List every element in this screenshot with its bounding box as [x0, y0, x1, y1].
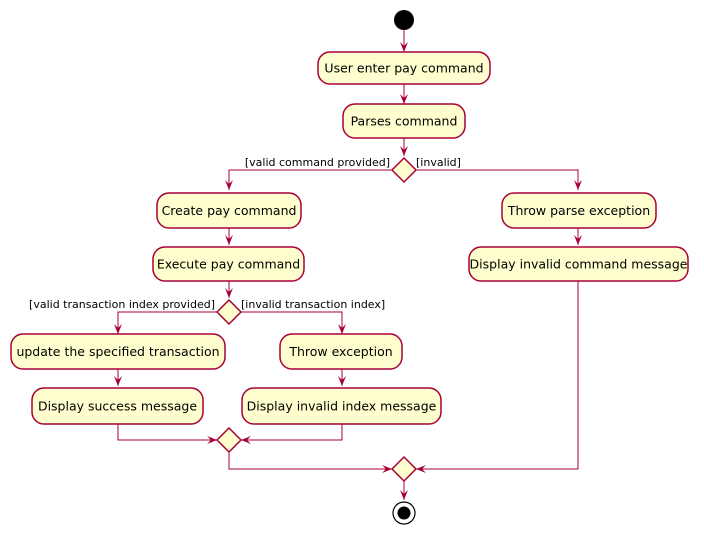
flow-invalid-message-to-final-merge — [416, 281, 579, 470]
arrowhead — [338, 376, 346, 386]
decision-command-valid — [390, 156, 418, 184]
action-user-enter-pay-command: User enter pay command — [317, 51, 491, 85]
action-label: Throw parse exception — [507, 203, 650, 218]
action-display-invalid-command-message: Display invalid command message — [468, 246, 689, 282]
flow-index-message-to-merge — [241, 424, 343, 441]
guard-invalid: [invalid] — [416, 156, 461, 169]
arrowhead — [382, 465, 392, 473]
action-parses-command: Parses command — [342, 103, 466, 139]
action-execute-pay-command: Execute pay command — [152, 246, 305, 282]
guard-invalid-transaction-index: [invalid transaction index] — [241, 298, 385, 311]
action-update-specified-transaction: update the specified transaction — [10, 333, 226, 370]
merge-transaction-branches — [215, 426, 243, 454]
flow-valid-index — [117, 311, 217, 334]
flow-invalid-index — [241, 311, 343, 334]
action-display-success-message: Display success message — [31, 387, 204, 425]
arrowhead — [400, 490, 408, 500]
action-display-invalid-index-message: Display invalid index message — [241, 387, 442, 425]
flow-invalid-command — [416, 169, 579, 190]
arrowhead — [574, 180, 582, 190]
action-label: Display success message — [38, 399, 197, 414]
action-label: Parses command — [351, 114, 458, 129]
arrowheads — [114, 42, 582, 500]
action-throw-parse-exception: Throw parse exception — [501, 192, 657, 229]
merge-final — [390, 455, 418, 483]
flow-merge-to-final-merge — [228, 452, 392, 470]
action-label: User enter pay command — [324, 61, 483, 76]
arrowhead — [207, 436, 217, 444]
arrowhead — [400, 42, 408, 52]
arrowhead — [241, 436, 251, 444]
guard-valid-transaction-index-provided: [valid transaction index provided] — [29, 298, 215, 311]
action-label: Throw exception — [288, 344, 392, 359]
arrowhead — [114, 376, 122, 386]
action-label: update the specified transaction — [16, 344, 219, 359]
action-create-pay-command: Create pay command — [156, 192, 302, 229]
arrowhead — [225, 180, 233, 190]
arrowhead — [416, 465, 426, 473]
action-throw-exception: Throw exception — [279, 333, 403, 370]
arrowhead — [574, 235, 582, 245]
arrowhead — [338, 324, 346, 334]
decision-transaction-index-valid — [215, 298, 243, 326]
action-label: Display invalid index message — [247, 399, 437, 414]
guard-valid-command-provided: [valid command provided] — [245, 156, 390, 169]
action-label: Execute pay command — [157, 257, 300, 272]
flow-success-to-merge — [117, 424, 217, 441]
arrowhead — [400, 146, 408, 156]
action-label: Create pay command — [162, 203, 297, 218]
action-label: Display invalid command message — [470, 257, 688, 272]
flow-lines — [117, 30, 579, 500]
start-node — [394, 10, 414, 30]
end-node — [392, 501, 416, 525]
flow-valid-command — [228, 169, 392, 190]
arrowhead — [225, 235, 233, 245]
arrowhead — [225, 288, 233, 298]
arrowhead — [114, 324, 122, 334]
arrowhead — [400, 94, 408, 104]
